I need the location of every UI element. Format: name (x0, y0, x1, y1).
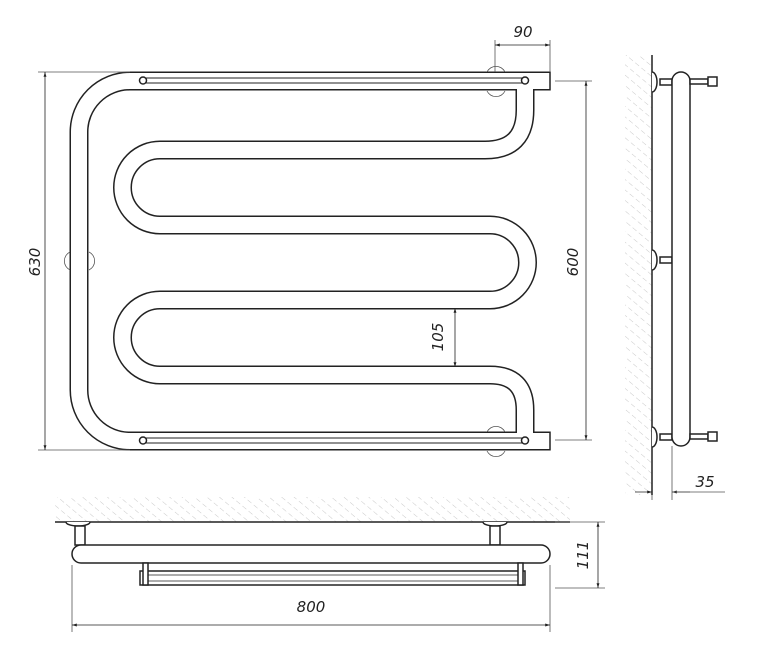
front-view (64, 66, 551, 457)
top-rod (138, 76, 530, 85)
bottom-rod (138, 436, 530, 445)
dimension-label: 800 (297, 598, 326, 616)
plan-tube (71, 544, 551, 564)
dimension-111: 111 (555, 521, 605, 589)
dimension-label: 35 (695, 473, 714, 491)
dimension-35: 35 (635, 446, 725, 500)
dimension-label: 630 (26, 248, 44, 277)
dimension-105: 105 (429, 308, 457, 367)
side-view (625, 55, 718, 495)
outer-frame-tube (69, 71, 550, 451)
dimension-label: 111 (574, 541, 592, 570)
side-tube (671, 71, 691, 447)
wall-flange (486, 426, 506, 457)
dimension-label: 105 (429, 323, 447, 352)
dimension-800: 800 (71, 565, 551, 632)
dimension-90: 90 (494, 23, 551, 72)
dimension-label: 600 (564, 248, 582, 277)
plan-view (55, 497, 570, 586)
dimension-600: 600 (555, 80, 592, 441)
dimension-630: 630 (26, 71, 130, 451)
wall-flange (64, 251, 95, 271)
dimension-label: 90 (513, 23, 532, 41)
wall-flange (486, 66, 506, 97)
